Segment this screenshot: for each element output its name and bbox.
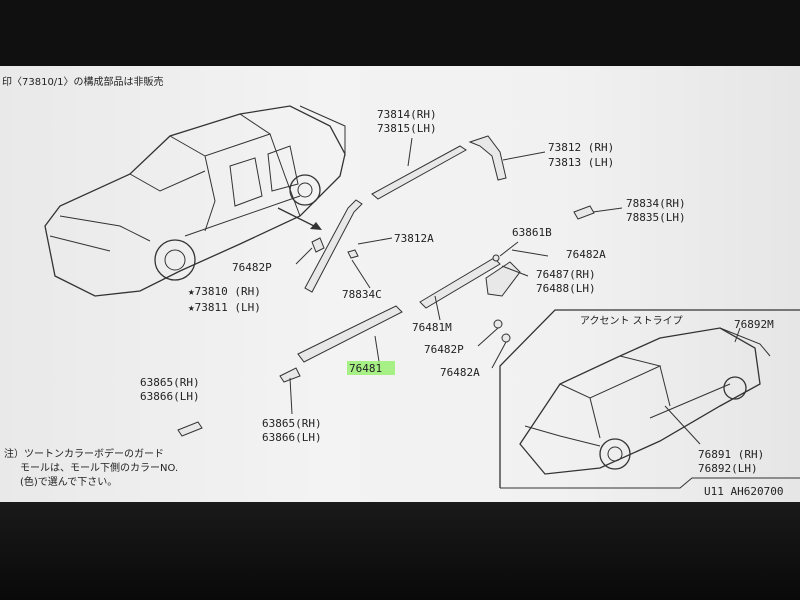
- label-78835: 78835(LH): [626, 211, 686, 224]
- label-76482p-left: 76482P: [232, 261, 272, 274]
- label-63866-top: 63866(LH): [140, 390, 200, 403]
- label-63866-bottom: 63866(LH): [262, 431, 322, 444]
- header-note: 印〈73810/1〉の構成部品は非販売: [2, 75, 164, 88]
- label-76481m: 76481M: [412, 321, 452, 334]
- label-73813: 73813 (LH): [548, 156, 614, 169]
- label-76481: 76481: [349, 362, 382, 375]
- main-car-illustration: [44, 105, 346, 297]
- label-73815: 73815(LH): [377, 122, 437, 135]
- label-76892: 76892(LH): [698, 462, 758, 475]
- highlight-marker: [347, 361, 395, 375]
- label-63865-bottom: 63865(RH): [262, 417, 322, 430]
- label-76891: 76891 (RH): [698, 448, 764, 461]
- parts-diagram: 印〈73810/1〉の構成部品は非販売: [2, 75, 800, 498]
- side-molding-parts: [177, 241, 549, 437]
- label-76892m: 76892M: [734, 318, 774, 331]
- label-78834: 78834(RH): [626, 197, 686, 210]
- label-76482a-bottom: 76482A: [440, 366, 480, 379]
- label-63865-top: 63865(RH): [140, 376, 200, 389]
- label-76482p-mid: 76482P: [424, 343, 464, 356]
- footer-code: U11 AH620700: [704, 485, 783, 498]
- label-73812a: 73812A: [394, 232, 434, 245]
- label-76482a-top: 76482A: [566, 248, 606, 261]
- monitor-bezel: [0, 502, 800, 600]
- label-73812: 73812 (RH): [548, 141, 614, 154]
- accent-stripe-inset: [499, 309, 800, 489]
- footnote-line-2: モールは、モール下側のカラーNO.: [20, 461, 178, 474]
- label-73810: ★73810 (RH): [188, 285, 261, 298]
- footnote-line-3: (色)で選んで下さい。: [20, 475, 117, 488]
- arrow-indicator: [277, 207, 322, 230]
- label-76487: 76487(RH): [536, 268, 596, 281]
- label-76488: 76488(LH): [536, 282, 596, 295]
- label-73811: ★73811 (LH): [188, 301, 261, 314]
- footnote-line-1: 注）ツートンカラーボデーのガード: [4, 447, 164, 460]
- label-78834c: 78834C: [342, 288, 382, 301]
- label-63861b: 63861B: [512, 226, 552, 239]
- parts-catalog-page: 印〈73810/1〉の構成部品は非販売: [0, 66, 800, 502]
- label-73814: 73814(RH): [377, 108, 437, 121]
- roof-molding-parts: [295, 135, 623, 293]
- accent-stripe-title: アクセント ストライプ: [580, 315, 683, 327]
